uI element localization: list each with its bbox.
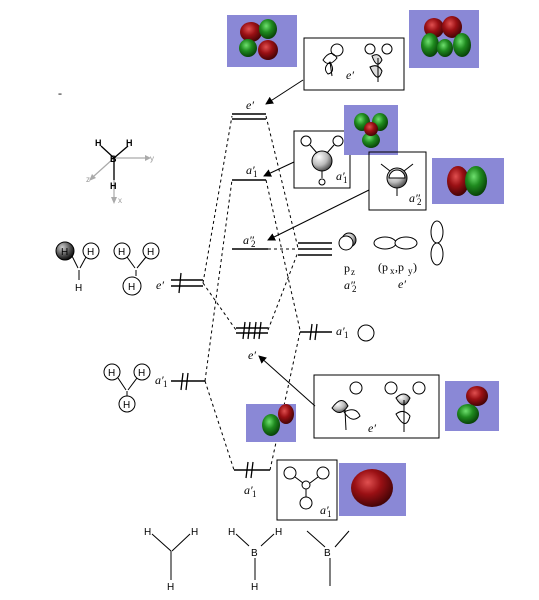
- atom-h: H: [144, 527, 151, 538]
- label-b-a1-prime: a′ 1: [336, 324, 349, 340]
- level-b-p-orbitals: [298, 243, 332, 255]
- orbital-box-a1-prime: a′ 1: [294, 131, 350, 188]
- bh3-structure: H H B H: [228, 527, 282, 593]
- level-h3-a1-prime: [171, 373, 205, 390]
- atom-h: H: [118, 247, 125, 258]
- label-pxy: (p x ,p y ) e′: [378, 260, 417, 291]
- label-a1-prime-mid: a′ 1: [246, 163, 258, 179]
- mo-level-a1-prime-bonding: [234, 462, 270, 478]
- orbital-box-a2-double-prime: a″ 2: [369, 152, 426, 210]
- mo-level-e-prime-bonding: [236, 322, 268, 339]
- atom-h: H: [123, 400, 130, 411]
- svg-text:1: 1: [343, 175, 348, 185]
- px-py-orbital-icon: [374, 221, 443, 265]
- atom-h: H: [110, 181, 117, 191]
- svg-text:1: 1: [253, 169, 258, 179]
- label-center-e-prime: e′: [248, 348, 256, 362]
- svg-text:e′: e′: [398, 277, 406, 291]
- level-h3-e-prime: [171, 273, 203, 293]
- mo-image-bottom-e-prime-right: [445, 381, 499, 431]
- mo-level-e-prime-antibonding: [232, 114, 266, 119]
- atom-h: H: [108, 368, 115, 379]
- label-pz: p z a″ 2: [344, 261, 357, 294]
- arrow-a1-prime: [264, 162, 294, 176]
- h3-e-prime-sketches: H H H H H H: [56, 242, 159, 295]
- svg-text:): ): [413, 260, 417, 274]
- svg-text:1: 1: [252, 489, 257, 499]
- svg-text:2: 2: [352, 284, 357, 294]
- h3-structure: H H H: [144, 527, 198, 593]
- mo-image-bottom-e-prime-left: [246, 404, 296, 442]
- atom-h: H: [138, 368, 145, 379]
- atom-b: B: [251, 548, 258, 559]
- atom-h: H: [128, 282, 135, 293]
- level-b-s-orbital: [300, 324, 332, 340]
- svg-text:p: p: [344, 261, 350, 275]
- b-structure: B: [307, 531, 349, 586]
- atom-b: B: [110, 154, 117, 164]
- atom-h: H: [228, 527, 235, 538]
- arrow-top-e: [266, 80, 303, 104]
- atom-h: H: [147, 247, 154, 258]
- label-box-top-e: e′: [346, 68, 354, 82]
- atom-h: H: [61, 247, 68, 258]
- h3-a1-prime-sketch: H H H: [104, 364, 150, 412]
- atom-h: H: [191, 527, 198, 538]
- label-top-e-prime: e′: [246, 98, 254, 112]
- pz-orbital-icon: [339, 233, 356, 250]
- mo-image-a1-prime: [344, 105, 398, 155]
- mo-image-top-right-e-prime: [409, 10, 479, 68]
- svg-text:1: 1: [163, 379, 168, 389]
- svg-text:(p: (p: [378, 260, 388, 274]
- atom-h: H: [167, 582, 174, 593]
- svg-text:e′: e′: [368, 421, 376, 435]
- stray-mark: -: [58, 86, 62, 100]
- orbital-box-bottom-e-prime: e′: [314, 375, 439, 438]
- arrow-bottom-e-prime: [259, 356, 315, 406]
- arrow-a2-double-prime: [268, 190, 369, 240]
- orbital-box-top-e-prime: e′: [304, 38, 404, 90]
- svg-text:,p: ,p: [395, 260, 404, 274]
- label-h3-e-prime: e′: [156, 278, 164, 292]
- s-orbital-icon: [358, 325, 374, 341]
- svg-text:1: 1: [344, 330, 349, 340]
- svg-text:1: 1: [327, 509, 332, 519]
- svg-text:2: 2: [417, 197, 422, 207]
- svg-text:2: 2: [251, 239, 256, 249]
- axis-y: y: [150, 154, 154, 163]
- atom-h: H: [95, 138, 102, 148]
- svg-text:z: z: [351, 267, 355, 277]
- label-h3-a1-prime: a′ 1: [155, 373, 168, 389]
- atom-b: B: [324, 548, 331, 559]
- axis-z: z: [86, 175, 90, 184]
- mo-image-a2-double-prime: [432, 158, 504, 204]
- label-bottom-a1-prime: a′ 1: [244, 483, 257, 499]
- label-a2-double-prime: a″ 2: [243, 233, 256, 249]
- atom-h: H: [275, 527, 282, 538]
- bh3-axes-figure: y z x H H B H: [86, 138, 154, 205]
- atom-h: H: [126, 138, 133, 148]
- atom-h: H: [87, 247, 94, 258]
- atom-h: H: [75, 283, 82, 294]
- axis-x: x: [118, 196, 122, 205]
- mo-image-bottom-a1-prime: [339, 463, 406, 516]
- orbital-box-bottom-a1-prime: a′ 1: [277, 460, 337, 520]
- mo-image-top-left-e-prime: [227, 15, 297, 67]
- atom-h: H: [251, 582, 258, 593]
